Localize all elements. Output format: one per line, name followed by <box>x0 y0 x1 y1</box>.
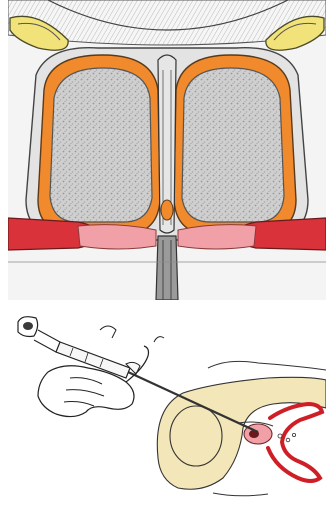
transrectal-injection-drawing <box>8 308 326 502</box>
right-sphincter <box>178 225 256 249</box>
right-lobe-gland <box>182 68 284 222</box>
transrectal-injection-panel <box>8 308 326 502</box>
plunger-thumb-hole <box>23 322 33 330</box>
bladder-outline <box>170 406 222 466</box>
left-lobe-gland <box>50 68 152 222</box>
membranous-urethra <box>156 236 178 300</box>
prostate-cross-section-drawing <box>8 0 326 300</box>
left-sphincter <box>78 225 156 249</box>
prostate-cross-section-panel <box>8 0 326 300</box>
verumontanum <box>161 200 173 220</box>
